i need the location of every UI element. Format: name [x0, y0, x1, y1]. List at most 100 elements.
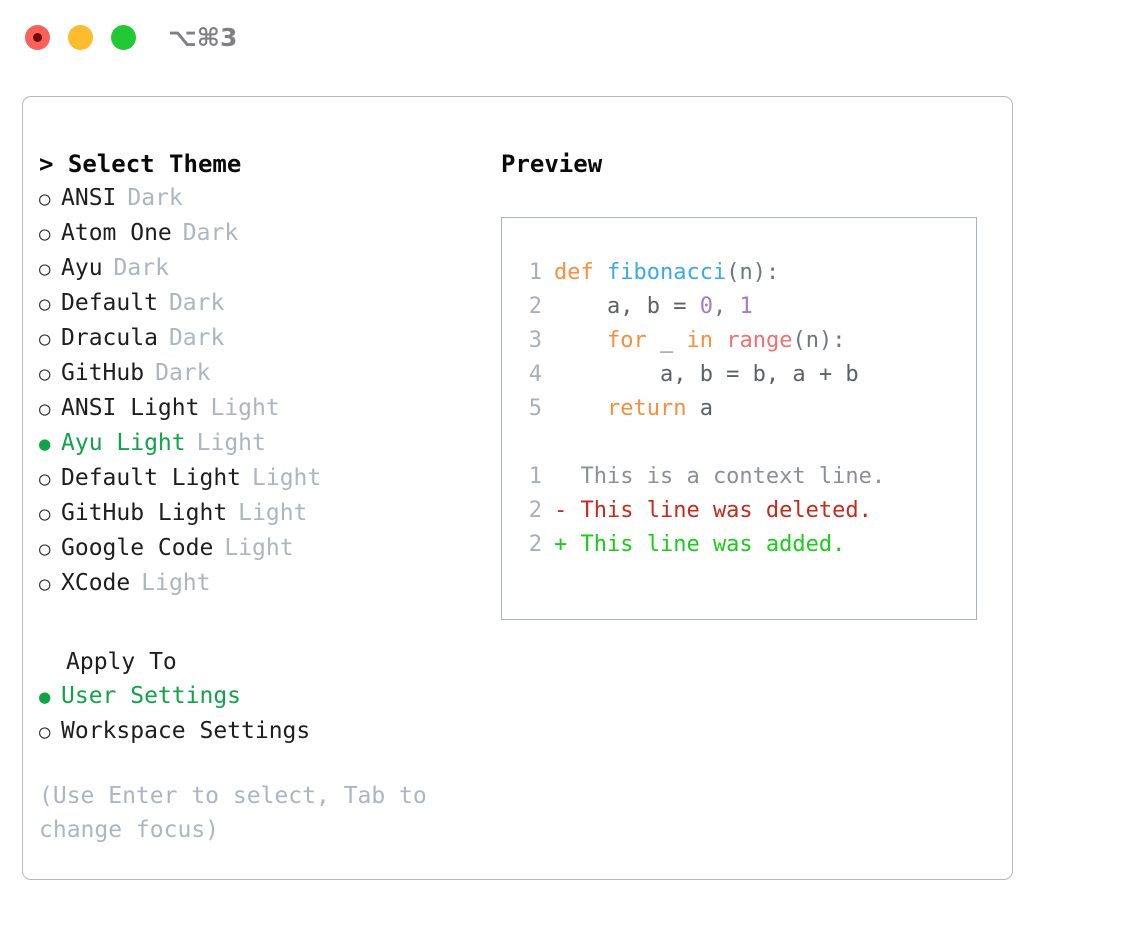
select-theme-heading: > Select Theme	[39, 150, 242, 178]
theme-label: ANSI	[61, 185, 117, 211]
theme-label: GitHub Light	[61, 500, 228, 526]
diff-text: + This line was added.	[554, 532, 846, 557]
maximize-button[interactable]	[111, 25, 136, 50]
preview-heading: Preview	[501, 150, 603, 178]
section-spacer	[39, 601, 469, 645]
radio-unselected-icon: ○	[39, 328, 51, 350]
apply-to-label: User Settings	[61, 683, 242, 709]
diff-line: 2 + This line was added.	[516, 528, 976, 562]
theme-option[interactable]: ○ Default Light Light	[39, 461, 469, 496]
keyboard-hint-text: (Use Enter to select, Tab to change focu…	[39, 783, 441, 843]
apply-to-option[interactable]: ○Workspace Settings	[39, 714, 469, 749]
line-number: 1	[528, 260, 542, 285]
code-line: 2 a, b = 0, 1	[516, 290, 976, 324]
code-diff-spacer	[516, 426, 976, 460]
diff-line-number: 1	[528, 464, 542, 489]
theme-label: ANSI Light	[61, 395, 200, 421]
code-token: a, b = b, a + b	[554, 362, 859, 387]
theme-variant-tag: Light	[210, 395, 280, 421]
code-text: for _ in range(n):	[554, 324, 845, 358]
diff-text: - This line was deleted.	[554, 498, 872, 523]
radio-unselected-icon: ○	[39, 293, 51, 315]
radio-unselected-icon: ○	[39, 188, 51, 210]
radio-unselected-icon: ○	[39, 503, 51, 525]
theme-variant-tag: Dark	[113, 255, 169, 281]
minimize-button[interactable]	[68, 25, 93, 50]
theme-label: XCode	[61, 570, 131, 596]
theme-label: Default	[61, 290, 158, 316]
code-text: return a	[554, 392, 713, 426]
code-token: (n):	[726, 260, 780, 285]
title-bar: ⌥⌘3	[0, 0, 1140, 78]
code-line: 5 return a	[516, 392, 976, 426]
apply-to-heading: Apply To	[66, 649, 177, 675]
theme-label: Default Light	[61, 465, 242, 491]
line-number: 5	[528, 396, 542, 421]
theme-variant-tag: Light	[238, 500, 308, 526]
window-controls	[25, 25, 136, 50]
theme-variant-tag: Light	[252, 465, 322, 491]
code-text: a, b = b, a + b	[554, 358, 859, 392]
code-text: def fibonacci(n):	[554, 256, 779, 290]
code-token	[594, 260, 607, 285]
diff-line: 2 - This line was deleted.	[516, 494, 976, 528]
code-token	[554, 328, 607, 353]
radio-selected-icon: ●	[39, 686, 51, 708]
diff-line-number: 2	[528, 532, 542, 557]
radio-unselected-icon: ○	[39, 573, 51, 595]
radio-unselected-icon: ○	[39, 398, 51, 420]
theme-option[interactable]: ○ GitHub Light Light	[39, 496, 469, 531]
keyboard-shortcut-label: ⌥⌘3	[168, 23, 238, 52]
code-token: in	[686, 328, 713, 353]
code-text: a, b = 0, 1	[554, 290, 753, 324]
code-token: (n):	[792, 328, 846, 353]
theme-option[interactable]: ○ ANSI Light Light	[39, 391, 469, 426]
radio-unselected-icon: ○	[39, 721, 51, 743]
apply-to-option[interactable]: ● User Settings	[39, 679, 469, 714]
diff-text: This is a context line.	[554, 464, 886, 489]
close-button[interactable]	[25, 25, 50, 50]
diff-line-number: 2	[528, 498, 542, 523]
code-token: fibonacci	[607, 260, 727, 285]
code-token: return	[606, 396, 687, 421]
code-token	[713, 328, 726, 353]
apply-to-option-list[interactable]: ● User Settings ○Workspace Settings	[39, 679, 469, 749]
theme-variant-tag: Light	[224, 535, 294, 561]
radio-unselected-icon: ○	[39, 223, 51, 245]
line-number: 2	[528, 294, 542, 319]
theme-variant-tag: Dark	[168, 325, 225, 351]
code-token: for	[606, 328, 647, 353]
code-token: ,	[712, 294, 740, 319]
code-token: a	[686, 396, 713, 421]
theme-option[interactable]: ○ XCode Light	[39, 566, 469, 601]
theme-variant-tag: Light	[141, 570, 211, 596]
theme-label: Dracula	[61, 325, 158, 351]
theme-option[interactable]: ○ Dracula Dark	[39, 321, 469, 356]
theme-label: GitHub	[61, 360, 145, 386]
code-line: 3 for _ in range(n):	[516, 324, 976, 358]
theme-variant-tag: Dark	[155, 360, 211, 386]
code-token: def	[554, 260, 594, 285]
line-number: 3	[528, 328, 542, 353]
code-token: 0	[699, 294, 713, 319]
radio-unselected-icon: ○	[39, 468, 51, 490]
code-token	[554, 396, 607, 421]
diff-line: 1 This is a context line.	[516, 460, 976, 494]
code-line: 4 a, b = b, a + b	[516, 358, 976, 392]
theme-variant-tag: Light	[196, 430, 266, 456]
code-token: a, b =	[554, 294, 700, 319]
